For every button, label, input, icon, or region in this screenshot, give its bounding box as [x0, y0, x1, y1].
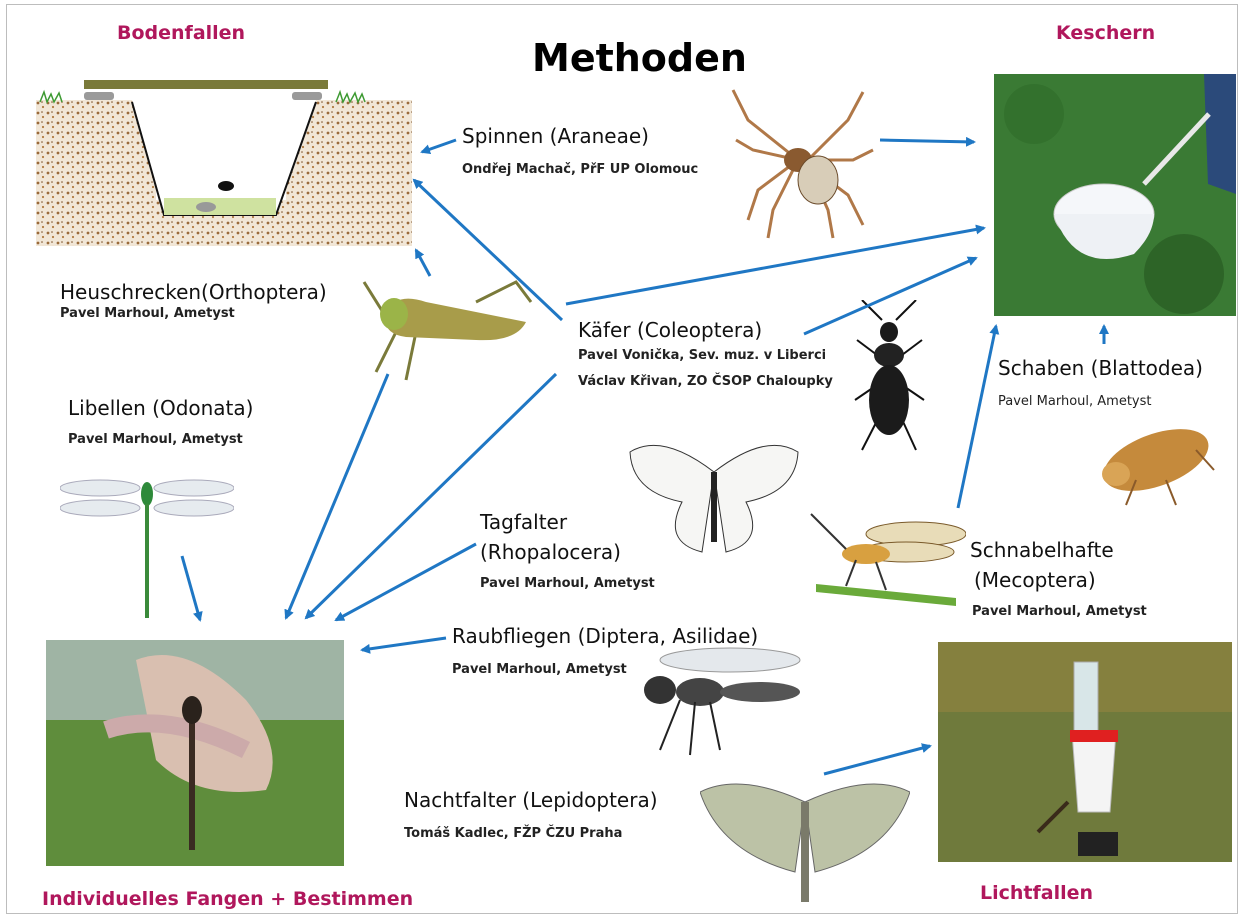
arrow-spider-to-keschern: [880, 140, 974, 142]
arrow-tagfalter-to-individuell: [336, 544, 476, 620]
arrow-schnabelhafte-to-keschern: [958, 326, 996, 508]
arrow-kaefer-to-individuell: [306, 374, 556, 618]
arrow-kaefer-to-keschern: [566, 228, 984, 304]
arrow-nachtfalter-to-lichtfallen: [824, 746, 930, 774]
arrow-grasshopper-to-bodenfallen: [416, 250, 430, 276]
arrow-kaefer-to-bodenfallen: [414, 180, 562, 320]
arrow-kaefer2-to-keschern: [804, 258, 976, 334]
arrow-grasshopper-to-individuell: [286, 374, 388, 618]
arrow-spinnen-to-bodenfallen: [422, 140, 456, 152]
arrow-dragonfly-to-individuell: [182, 556, 200, 620]
arrow-raubfliegen-to-individuell: [362, 638, 446, 650]
